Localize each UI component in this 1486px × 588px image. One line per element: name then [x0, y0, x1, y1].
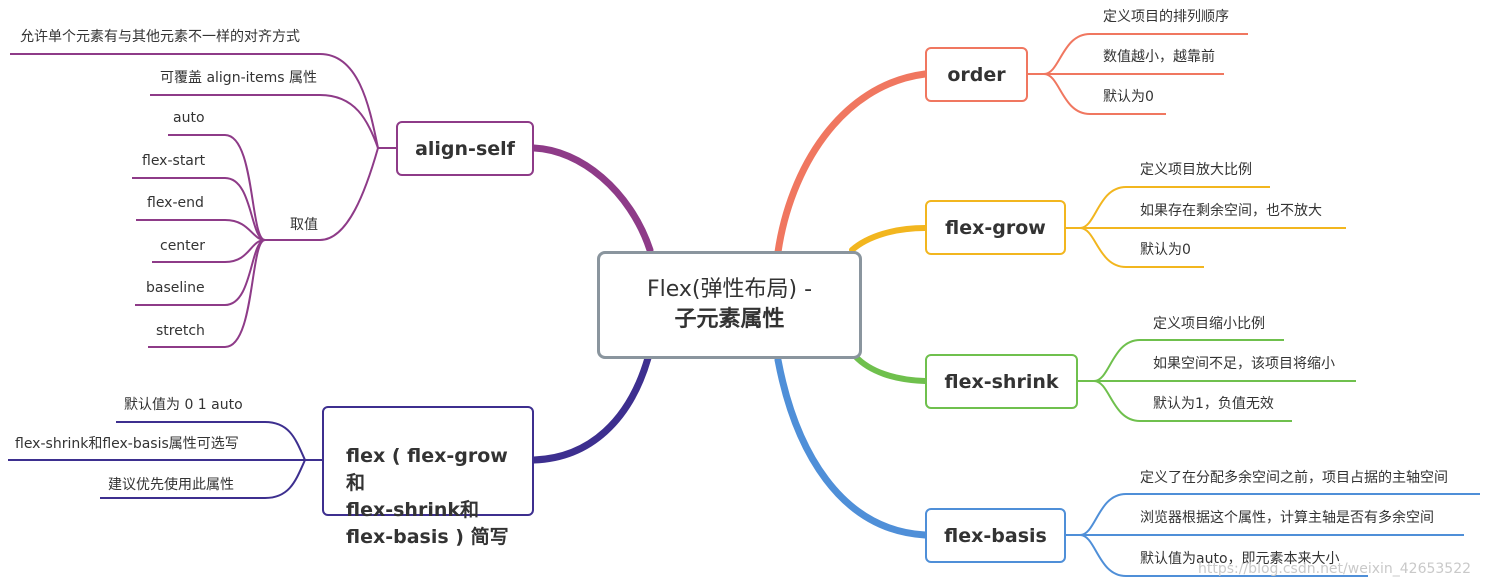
branch-align [530, 144, 654, 254]
branch-grow [849, 225, 928, 253]
topic-flex-label: flex ( flex-grow和 flex-shrink和 flex-basi… [346, 445, 509, 548]
topic-align-self-label: align-self [415, 137, 515, 160]
flex-item-1: 默认值为 0 1 auto [124, 397, 243, 413]
align-item-2: 可覆盖 align-items 属性 [160, 70, 317, 86]
basis-item-2: 浏览器根据这个属性，计算主轴是否有多余空间 [1140, 510, 1434, 526]
topic-order: order [925, 47, 1028, 102]
topic-flex-basis: flex-basis [925, 508, 1066, 563]
topic-align-self: align-self [396, 121, 534, 176]
topic-flex-shrink-label: flex-shrink [944, 370, 1059, 393]
topic-flex: flex ( flex-grow和 flex-shrink和 flex-basi… [322, 406, 534, 548]
branch-basis [774, 356, 929, 539]
root-title-line1: Flex(弹性布局) - [646, 277, 813, 302]
branch-order [774, 70, 929, 256]
align-value-center: center [160, 238, 206, 254]
topic-flex-grow-label: flex-grow [945, 216, 1046, 239]
topic-flex-grow: flex-grow [925, 200, 1066, 255]
grow-item-3: 默认为0 [1140, 242, 1191, 258]
order-item-2: 数值越小，越靠前 [1103, 49, 1215, 65]
topic-flex-basis-label: flex-basis [944, 524, 1047, 547]
flex-item-2: flex-shrink和flex-basis属性可选写 [15, 436, 239, 452]
align-item-1: 允许单个元素有与其他元素不一样的对齐方式 [20, 29, 300, 45]
grow-item-2: 如果存在剩余空间，也不放大 [1140, 203, 1322, 219]
shrink-item-3: 默认为1，负值无效 [1153, 396, 1274, 412]
branch-shrink [852, 353, 928, 384]
align-value-stretch: stretch [156, 323, 205, 339]
align-value-auto: auto [173, 110, 205, 126]
flex-item-3: 建议优先使用此属性 [108, 477, 234, 493]
basis-item-1: 定义了在分配多余空间之前，项目占据的主轴空间 [1140, 470, 1448, 486]
order-item-1: 定义项目的排列顺序 [1103, 9, 1229, 25]
order-item-3: 默认为0 [1103, 89, 1154, 105]
align-value-flex-start: flex-start [142, 153, 206, 169]
watermark: https://blog.csdn.net/weixin_42653522 [1198, 561, 1472, 577]
align-values-label: 取值 [290, 217, 318, 233]
branch-flex [530, 354, 652, 464]
root-node: Flex(弹性布局) - 子元素属性 [597, 251, 862, 359]
shrink-item-2: 如果空间不足，该项目将缩小 [1153, 356, 1335, 372]
root-title-line2: 子元素属性 [674, 307, 785, 332]
basis-item-3: 默认值为auto，即元素本来大小 [1140, 551, 1340, 567]
topic-order-label: order [947, 63, 1006, 86]
align-value-baseline: baseline [146, 280, 205, 296]
topic-flex-shrink: flex-shrink [925, 354, 1078, 409]
shrink-item-1: 定义项目缩小比例 [1153, 316, 1265, 332]
grow-item-1: 定义项目放大比例 [1140, 162, 1252, 178]
align-value-flex-end: flex-end [147, 195, 204, 211]
